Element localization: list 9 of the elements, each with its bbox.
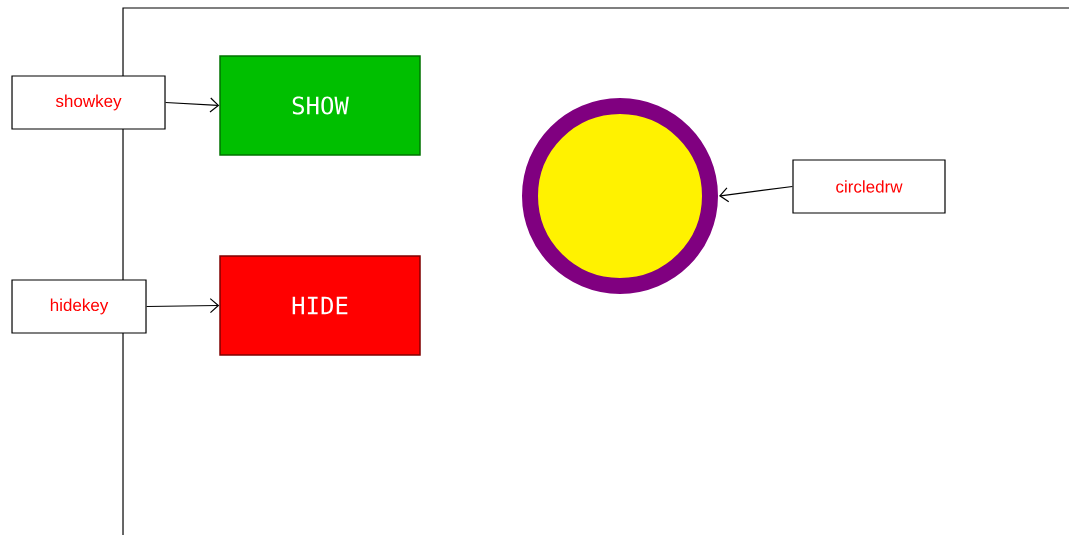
name-label: hidekey (11, 279, 147, 334)
name-label: circledrw (792, 159, 946, 214)
arrow (719, 185, 793, 203)
circle-drawing (522, 98, 718, 294)
hide-button: HIDE (219, 255, 421, 356)
show-button: SHOW (219, 55, 421, 156)
arrow (146, 298, 220, 314)
arrow (165, 97, 220, 113)
name-label: showkey (11, 75, 166, 130)
